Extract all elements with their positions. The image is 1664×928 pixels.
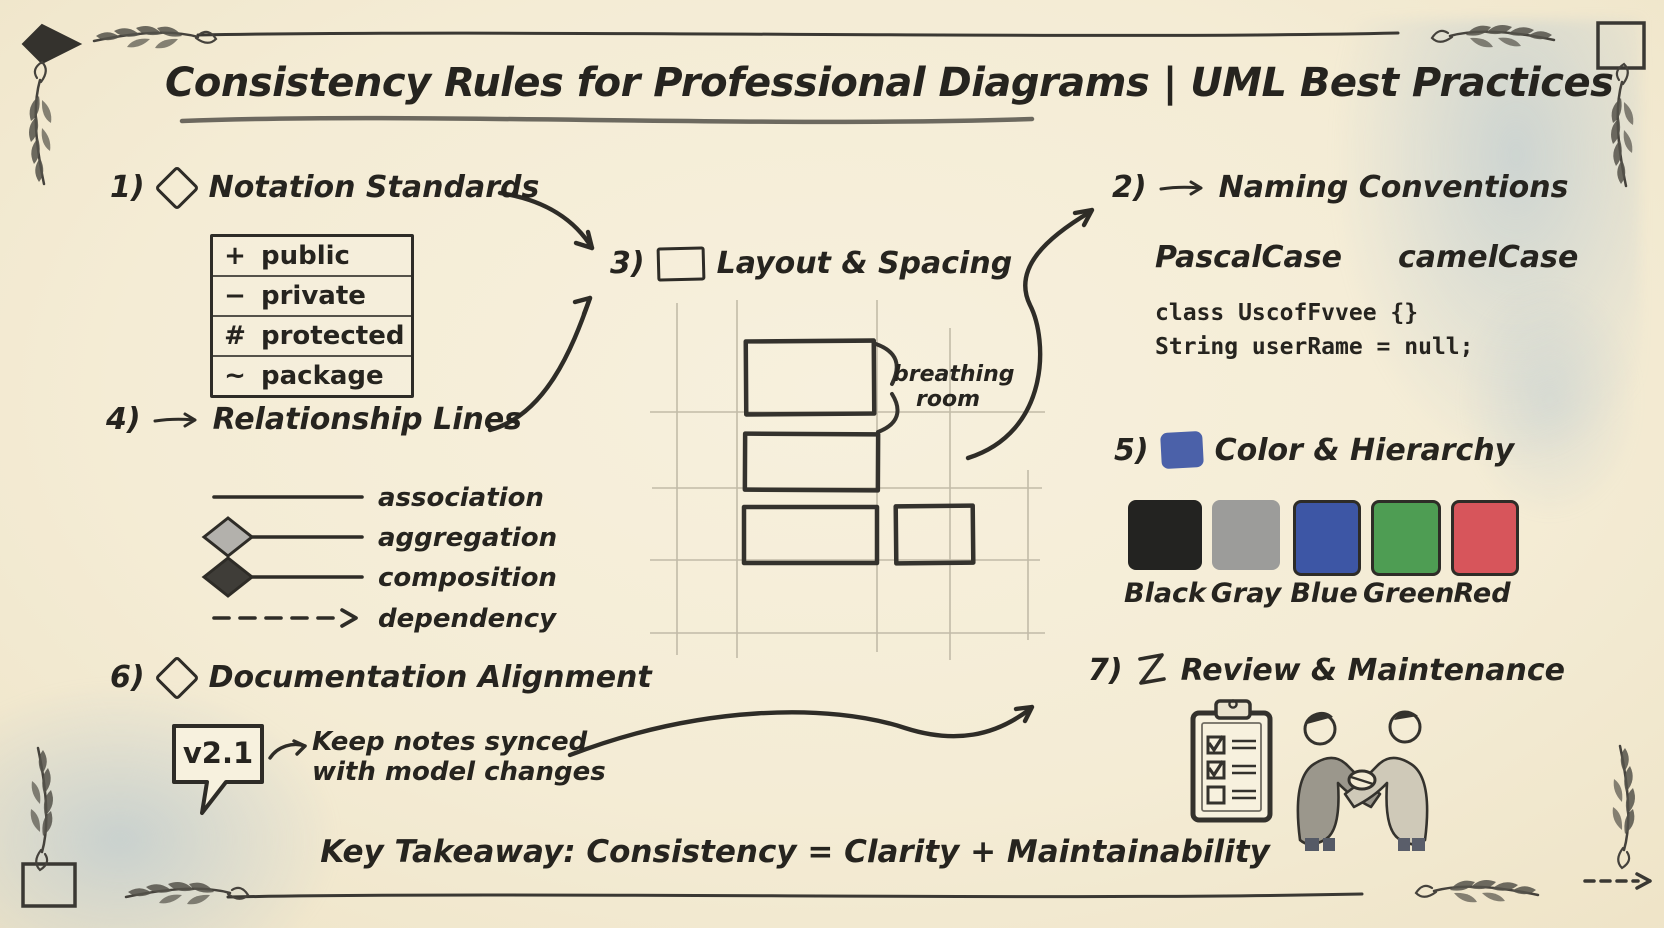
title-underline [179, 115, 1035, 125]
arrow-notation-to-layout [497, 190, 595, 251]
section-documentation-title: Documentation Alignment [208, 660, 652, 695]
code-sample: class UscofFvvee {} String userRame = nu… [1155, 296, 1474, 364]
section-naming-number: 2) [1112, 170, 1147, 205]
connector-arrows [268, 190, 1095, 760]
arrow-documentation-to-review [567, 704, 1035, 758]
swatch-label: Gray [1210, 578, 1282, 609]
legend-label-aggregation: aggregation [378, 523, 558, 553]
version-label: v2.1 [182, 736, 254, 770]
arrow-version-to-note [268, 739, 307, 760]
swatch-blue [1293, 500, 1361, 576]
arrow-layout-to-naming [965, 207, 1095, 461]
section-review-title: Review & Maintenance [1180, 652, 1566, 688]
table-row: + public [213, 237, 411, 275]
diamond-outline-icon [153, 654, 200, 701]
breathing-room-annotation: breathing room [893, 362, 1015, 412]
visibility-symbol: − [224, 281, 246, 311]
legend-label-composition: composition [378, 563, 557, 593]
swatch-black [1128, 500, 1202, 570]
section-relationships-number: 4) [106, 402, 141, 437]
table-row: ~ package [213, 355, 411, 395]
visibility-label: public [261, 241, 350, 271]
swatch-red [1451, 500, 1519, 576]
section-review-header: 7) Review & Maintenance [1088, 652, 1565, 688]
table-row: − private [213, 275, 411, 315]
diamond-outline-icon [153, 164, 200, 211]
rectangle-outline-icon [656, 245, 706, 282]
section-documentation-header: 6) Documentation Alignment [110, 654, 652, 701]
blue-scribble-icon [1159, 430, 1204, 470]
swatch-label: Black [1123, 578, 1206, 609]
swatch-label: Blue [1290, 578, 1358, 609]
arrow-relationships-to-layout [487, 295, 593, 433]
visibility-label: protected [261, 321, 405, 351]
swatch-label: Green [1363, 578, 1455, 609]
code-line: String userRame = null; [1155, 334, 1474, 360]
arrow-right-icon [1159, 180, 1203, 195]
camel-case-example: camelCase [1397, 240, 1579, 275]
sync-note-line: with model changes [312, 757, 606, 787]
section-naming-title: Naming Conventions [1218, 170, 1569, 205]
relationship-legend-markers [201, 495, 364, 628]
visibility-symbol: ~ [224, 361, 246, 391]
pascal-case-example: PascalCase [1155, 240, 1342, 275]
section-naming-header: 2) Naming Conventions [1112, 170, 1568, 205]
swatch-green [1371, 500, 1441, 576]
legend-label-association: association [378, 483, 544, 513]
section-notation-header: 1) Notation Standards [110, 164, 540, 211]
layout-grid [650, 300, 1045, 660]
visibility-label: package [261, 361, 384, 391]
section-review-number: 7) [1088, 652, 1123, 688]
arrow-right-icon [153, 412, 197, 427]
annotation-line: breathing [893, 362, 1015, 387]
section-relationships-title: Relationship Lines [212, 402, 523, 437]
lightning-z-icon [1137, 653, 1166, 685]
section-color-title: Color & Hierarchy [1214, 432, 1515, 468]
clipboard-icon [1190, 699, 1273, 823]
section-notation-title: Notation Standards [208, 170, 540, 205]
key-takeaway: Key Takeaway: Consistency = Clarity + Ma… [320, 834, 1270, 870]
page-title: Consistency Rules for Professional Diagr… [165, 60, 1614, 106]
swatch-gray [1212, 500, 1280, 570]
section-layout-title: Layout & Spacing [716, 246, 1013, 281]
case-examples: PascalCase camelCase [1155, 240, 1578, 275]
section-layout-number: 3) [610, 246, 645, 281]
layout-boxes [741, 338, 976, 566]
code-line: class UscofFvvee {} [1155, 300, 1419, 326]
section-layout-header: 3) Layout & Spacing [610, 245, 1013, 282]
handshake-illustration [1296, 710, 1429, 851]
legend-label-dependency: dependency [378, 604, 557, 634]
section-color-number: 5) [1114, 432, 1149, 468]
annotation-line: room [915, 387, 980, 412]
section-notation-number: 1) [110, 170, 145, 205]
swatch-label: Red [1453, 578, 1511, 609]
breathing-room-brace [874, 342, 900, 434]
visibility-label: private [261, 281, 366, 311]
visibility-table: + public − private # protected ~ package [210, 234, 414, 398]
sync-note-line: Keep notes synced [312, 727, 588, 757]
visibility-symbol: # [224, 321, 246, 351]
section-color-header: 5) Color & Hierarchy [1114, 430, 1515, 470]
table-row: # protected [213, 315, 411, 355]
visibility-symbol: + [224, 241, 246, 271]
section-documentation-number: 6) [110, 660, 145, 695]
section-relationships-header: 4) Relationship Lines [106, 402, 522, 437]
